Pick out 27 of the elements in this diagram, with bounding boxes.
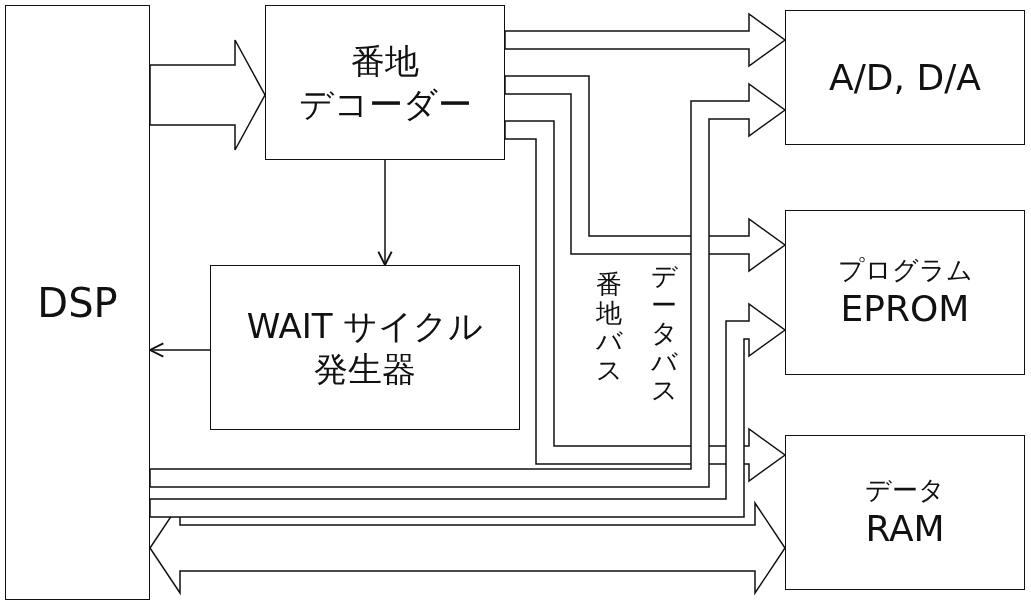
block-label: A/D, D/A [829,56,981,100]
block-box [210,265,520,430]
bus-arrow [149,39,266,151]
bus-arrow [149,82,787,488]
block-box [265,5,505,160]
block-label: 番地 [351,40,419,83]
bus-arrow [504,12,787,68]
bus-arrow [149,500,786,596]
bus-label: データバス [651,262,677,405]
block-label: デコーダー [298,82,472,125]
bus-arrow [504,75,787,273]
block-label: EPROM [840,287,970,332]
block-box [785,210,1025,375]
block-label: DSP [37,278,118,328]
bus-label: 番地バス [596,270,622,385]
block-label: WAIT サイクル [246,305,484,348]
block-box [785,10,1025,145]
block-box [5,5,150,600]
block-label: プログラム [837,253,973,287]
block-label: データ [865,473,945,507]
block-label: RAM [865,507,945,552]
block-box [785,435,1025,590]
bus-arrow [504,120,787,483]
bus-arrow [149,302,787,518]
arrow [149,342,211,358]
block-label: 発生器 [314,347,416,390]
arrow [377,159,393,266]
